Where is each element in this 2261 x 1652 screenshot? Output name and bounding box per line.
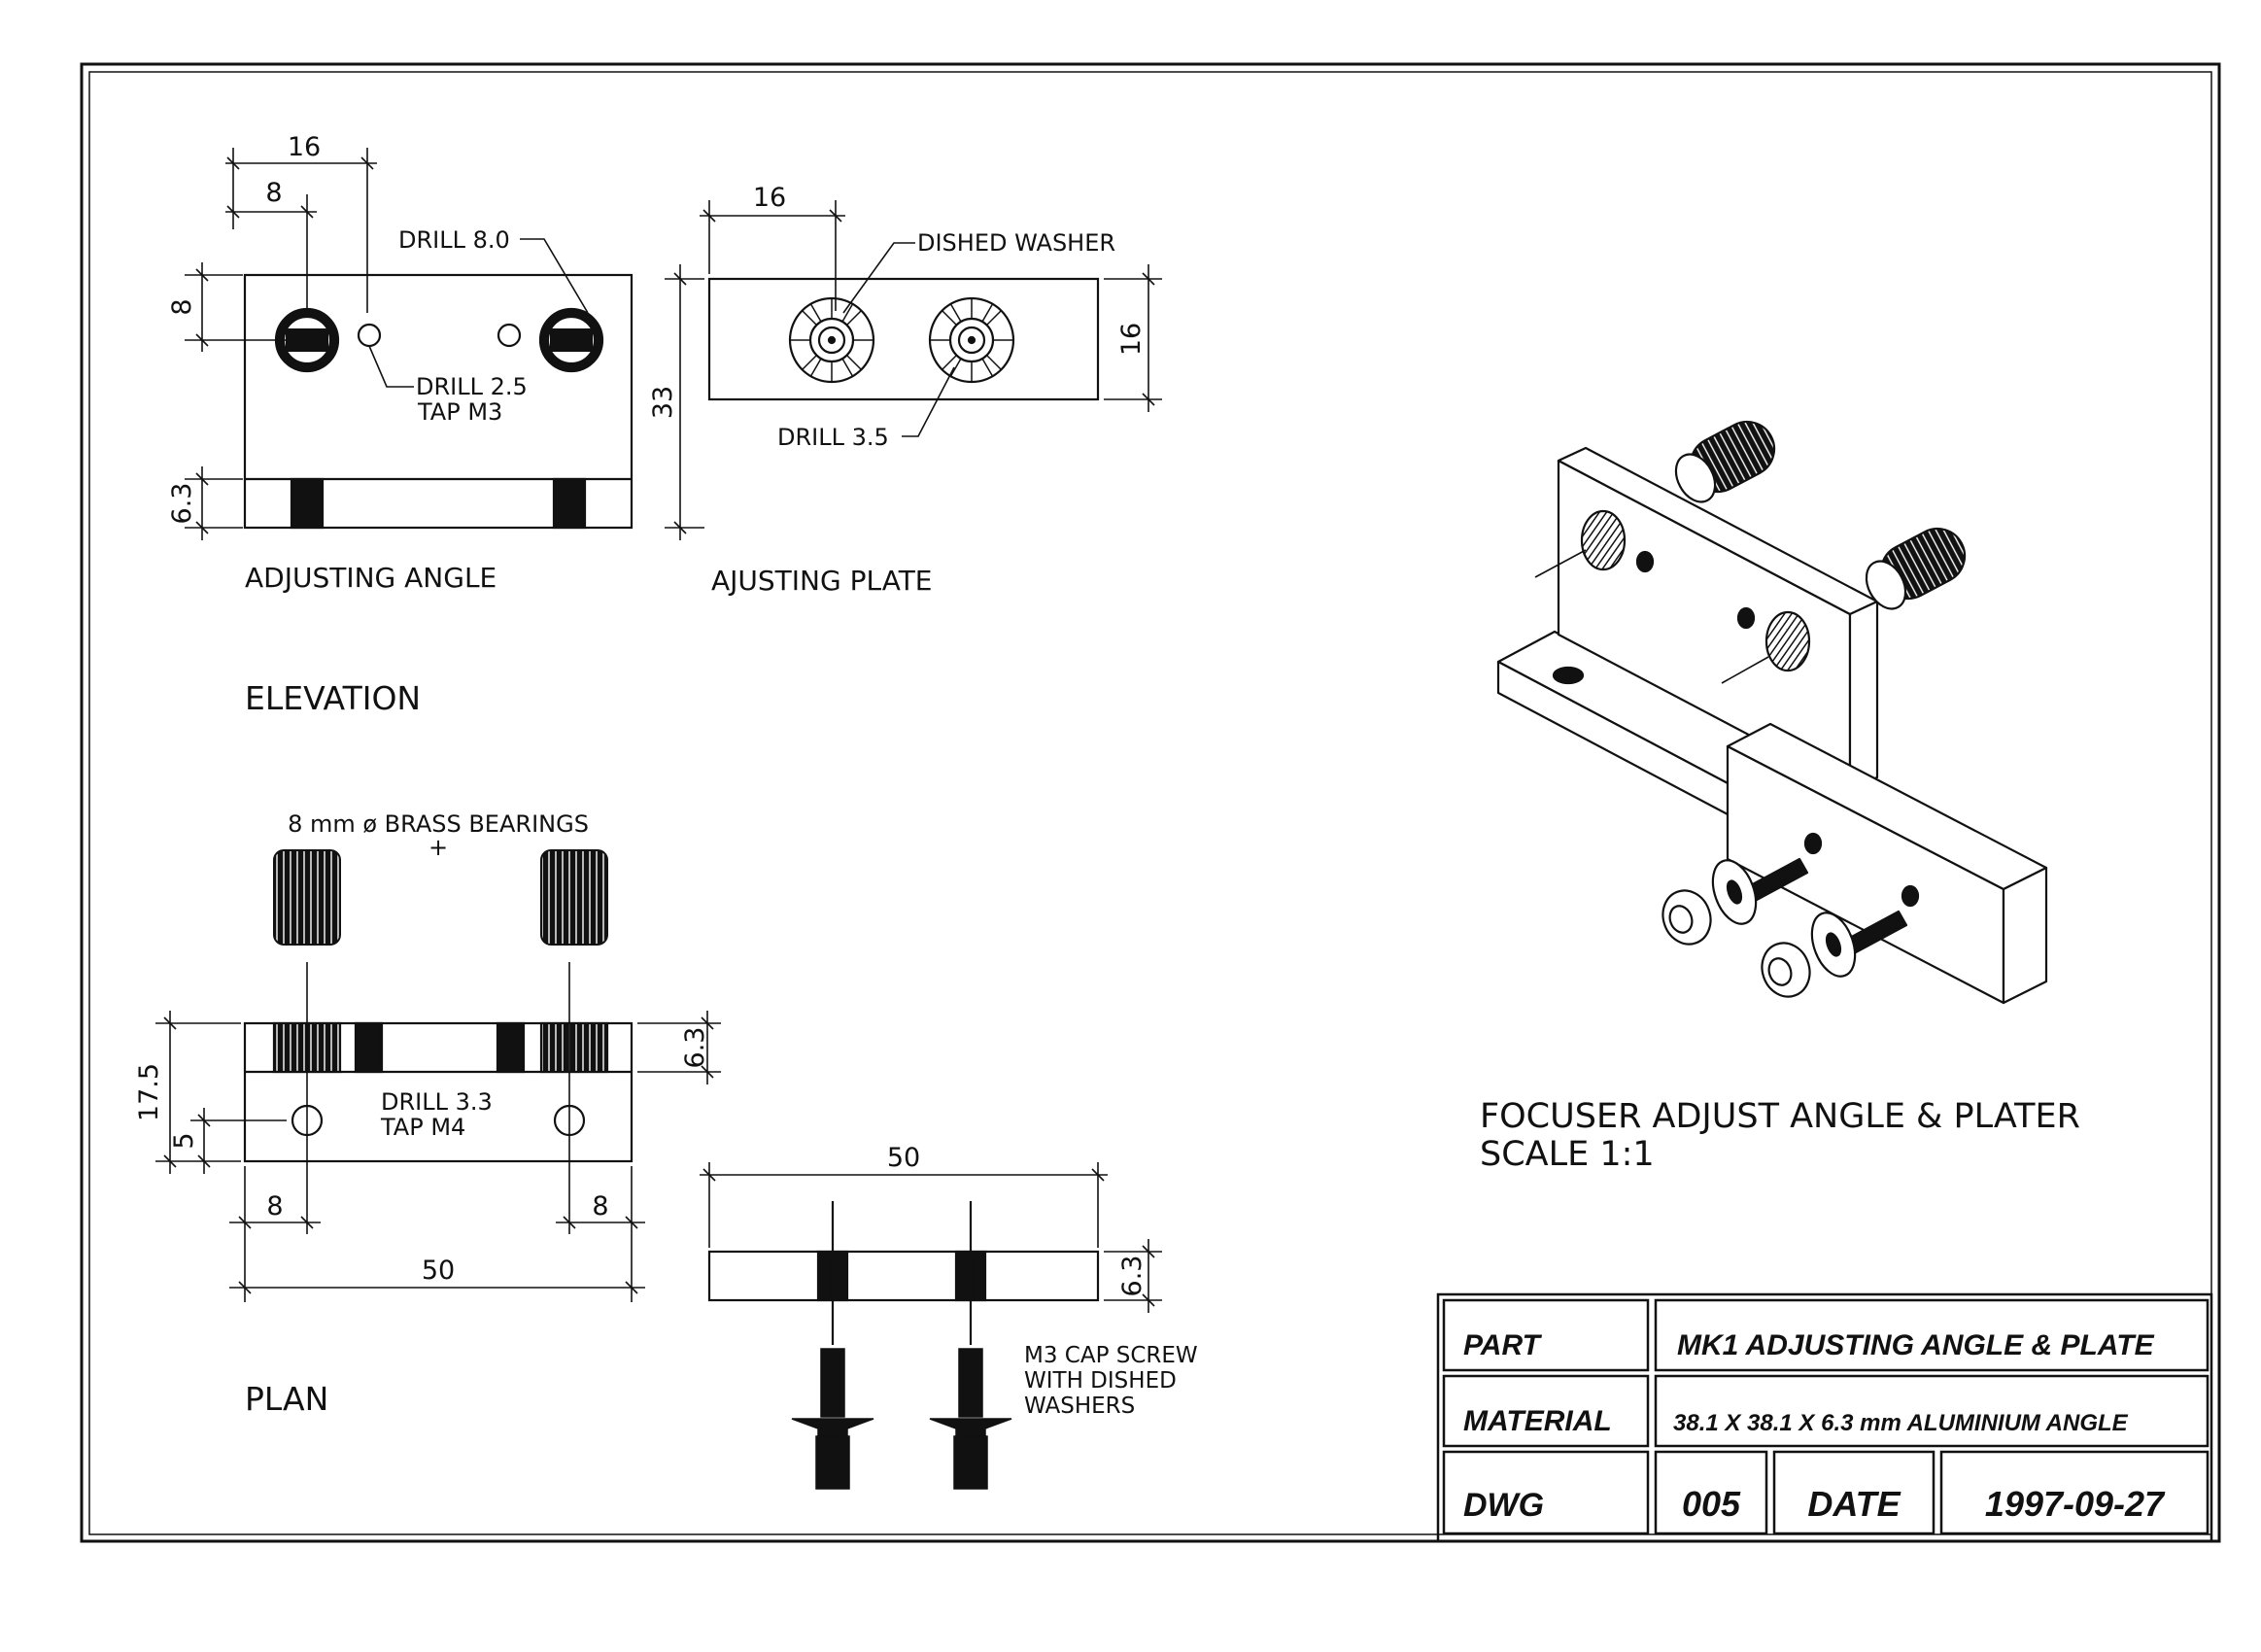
plan-dim-6-3: 6.3 <box>680 1027 710 1069</box>
plate-plan-dim-6-3: 6.3 <box>1117 1256 1148 1297</box>
date-value: 1997-09-27 <box>1985 1484 2166 1524</box>
plate-plan-dimensions <box>700 1162 1162 1313</box>
plate-drill-3-5: DRILL 3.5 <box>777 424 889 451</box>
plate-caption: AJUSTING PLATE <box>711 565 933 597</box>
elevation-title: ELEVATION <box>245 679 421 717</box>
plan-dim-8-left: 8 <box>266 1191 283 1222</box>
title-block <box>1436 1292 2213 1543</box>
part-label: PART <box>1463 1329 1543 1361</box>
part-value: MK1 ADJUSTING ANGLE & PLATE <box>1677 1329 2155 1361</box>
plate-plan <box>707 1201 1100 1345</box>
plate-dimensions <box>665 200 1162 540</box>
iso-bearing-upper <box>1674 420 1776 503</box>
plate-plan-dim-50: 50 <box>887 1143 920 1173</box>
angle-dim-8-top: 8 <box>265 178 282 208</box>
title-block-text: PART MK1 ADJUSTING ANGLE & PLATE MATERIA… <box>1463 1329 2166 1524</box>
dished-washer-right <box>928 296 1015 384</box>
plan-tap-m4: TAP M4 <box>380 1114 465 1141</box>
iso-screw-lower <box>1761 910 1908 998</box>
angle-dim-16: 16 <box>288 132 321 162</box>
angle-dimensions <box>185 148 589 540</box>
angle-drill-2-5: DRILL 2.5 <box>416 373 528 400</box>
material-value: 38.1 X 38.1 X 6.3 mm ALUMINIUM ANGLE <box>1673 1410 2129 1436</box>
dished-washer-left <box>788 296 875 384</box>
screw-label-1: M3 CAP SCREW <box>1024 1343 1198 1368</box>
cap-screws <box>791 1348 1012 1490</box>
screw-label-2: WITH DISHED <box>1024 1368 1177 1394</box>
plan-dim-5: 5 <box>169 1132 199 1149</box>
bearing-head-left <box>274 307 340 373</box>
angle-dim-6-3: 6.3 <box>167 483 197 525</box>
iso-bearing-lower <box>1865 527 1967 610</box>
plan-title: PLAN <box>245 1380 328 1418</box>
cap-screw-right <box>929 1348 1012 1490</box>
tap-hole-left <box>357 323 382 348</box>
dwg-label: DWG <box>1463 1487 1544 1524</box>
bearing-head-right <box>538 307 604 373</box>
plan-dim-50: 50 <box>422 1256 455 1286</box>
plan-dimensions <box>155 962 721 1302</box>
plate-dim-16-top: 16 <box>753 183 786 213</box>
adjusting-angle-elevation <box>243 273 634 530</box>
iso-vertical-side <box>1848 600 1879 790</box>
sheet-border <box>80 62 2221 1543</box>
bearings-plus: + <box>428 834 448 861</box>
plate-dim-33: 33 <box>648 386 678 419</box>
date-label: DATE <box>1807 1484 1901 1524</box>
angle-labels: 16 8 8 6.3 DRILL 8.0 DRILL 2.5 TAP M3 AD… <box>167 132 528 594</box>
plate-dished-washer: DISHED WASHER <box>917 229 1115 257</box>
plan-dim-8-right: 8 <box>592 1191 608 1222</box>
material-label: MATERIAL <box>1463 1405 1612 1437</box>
iso-screw-upper <box>1661 857 1809 946</box>
plate-labels: 16 16 33 DISHED WASHER DRILL 3.5 AJUSTIN… <box>648 183 1147 597</box>
angle-dim-8-side: 8 <box>167 298 197 315</box>
screw-label-3: WASHERS <box>1024 1394 1135 1419</box>
bearings-plan <box>273 849 608 946</box>
isometric-view <box>1496 420 2048 1005</box>
adjusting-plate-elevation <box>707 277 1100 401</box>
iso-scale: SCALE 1:1 <box>1480 1135 1655 1174</box>
angle-caption: ADJUSTING ANGLE <box>245 562 497 594</box>
plan-drill-3-3: DRILL 3.3 <box>381 1088 493 1116</box>
bearings-label: 8 mm ø BRASS BEARINGS <box>288 810 589 838</box>
angle-drill-8: DRILL 8.0 <box>398 226 510 254</box>
tap-hole-right <box>497 323 522 348</box>
plan-dim-17-5: 17.5 <box>134 1063 164 1121</box>
plate-plan-labels: 50 6.3 M3 CAP SCREW WITH DISHED WASHERS <box>887 1143 1198 1419</box>
iso-plate-side <box>2002 866 2048 1005</box>
dwg-value: 005 <box>1682 1484 1741 1524</box>
angle-tap-m3: TAP M3 <box>417 398 502 426</box>
plan-labels: 8 mm ø BRASS BEARINGS + DRILL 3.3 TAP M4… <box>134 810 710 1418</box>
cap-screw-left <box>791 1348 874 1490</box>
plate-dim-16-side: 16 <box>1116 323 1147 356</box>
iso-title: FOCUSER ADJUST ANGLE & PLATER <box>1480 1097 2080 1136</box>
